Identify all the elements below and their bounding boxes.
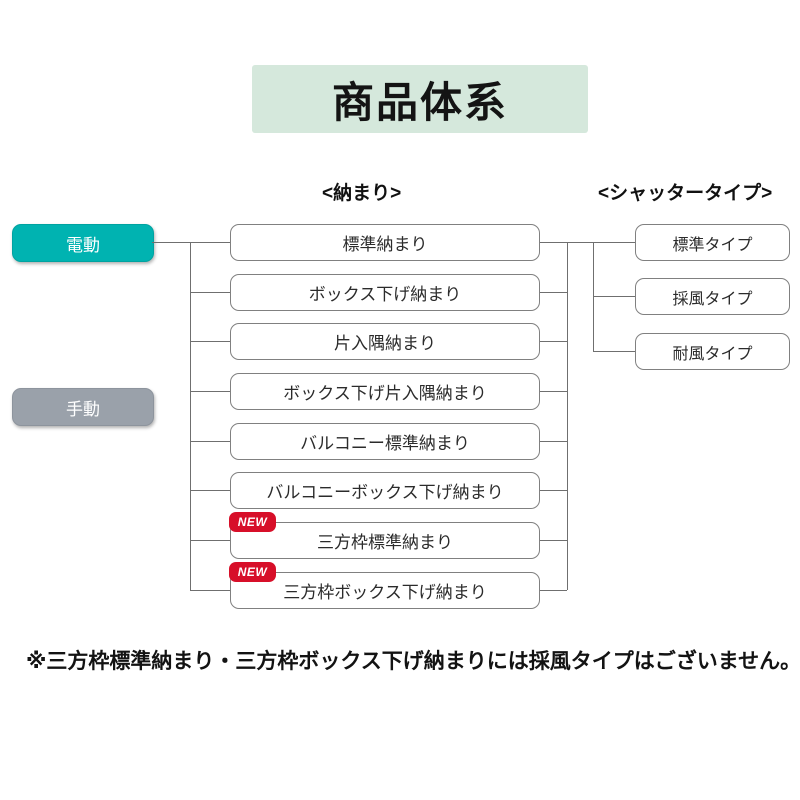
connector-branch-right-8 (540, 590, 567, 591)
connector-branch-left-4 (190, 391, 230, 392)
node-shutter-2-label: 採風タイプ (672, 290, 753, 308)
node-osamari-1[interactable]: 標準納まり (230, 224, 540, 261)
connector-branch-left-5 (190, 441, 230, 442)
page-title: 商品体系 (331, 78, 508, 126)
node-osamari-7[interactable]: 三方枠標準納まり (230, 522, 540, 559)
node-osamari-7-label: 三方枠標準納まり (317, 533, 453, 552)
connector-branch-left-6 (190, 490, 230, 491)
connector-left-trunk (190, 242, 191, 590)
footnote: ※三方枠標準納まり・三方枠ボックス下げ納まりには採風タイプはございません。 (26, 650, 800, 673)
connector-branch-right-6 (540, 490, 567, 491)
node-osamari-2[interactable]: ボックス下げ納まり (230, 274, 540, 311)
node-osamari-5[interactable]: バルコニー標準納まり (230, 423, 540, 460)
category-manual[interactable]: 手動 (12, 388, 154, 426)
connector-branch-right-5 (540, 441, 567, 442)
connector-branch-left-8 (190, 590, 230, 591)
connector-branch-right-2 (540, 292, 567, 293)
connector-branch-shutter-1 (593, 242, 635, 243)
connector-branch-right-7 (540, 540, 567, 541)
category-electric-label: 電動 (66, 235, 100, 255)
node-osamari-6-label: バルコニーボックス下げ納まり (266, 483, 504, 502)
connector-right-trunk (567, 242, 568, 590)
connector-electric-stub (152, 242, 190, 243)
category-manual-label: 手動 (66, 399, 100, 419)
node-osamari-1-label: 標準納まり (342, 235, 428, 254)
node-shutter-1[interactable]: 標準タイプ (635, 224, 790, 261)
connector-branch-shutter-3 (593, 351, 635, 352)
connector-branch-shutter-2 (593, 296, 635, 297)
node-osamari-4[interactable]: ボックス下げ片入隅納まり (230, 373, 540, 410)
column-header-shutter: <シャッタータイプ> (598, 183, 773, 204)
node-osamari-2-label: ボックス下げ納まり (308, 285, 462, 304)
node-shutter-2[interactable]: 採風タイプ (635, 278, 790, 315)
connector-branch-left-1 (190, 242, 230, 243)
connector-trunk-bridge (567, 242, 593, 243)
node-osamari-8-label: 三方枠ボックス下げ納まり (283, 583, 487, 602)
new-badge-osamari-7: NEW (229, 512, 276, 532)
node-shutter-1-label: 標準タイプ (672, 236, 753, 254)
node-osamari-5-label: バルコニー標準納まり (300, 434, 470, 453)
connector-branch-right-4 (540, 391, 567, 392)
node-osamari-6[interactable]: バルコニーボックス下げ納まり (230, 472, 540, 509)
connector-branch-left-3 (190, 341, 230, 342)
title-band (252, 65, 588, 133)
connector-branch-left-2 (190, 292, 230, 293)
node-osamari-3[interactable]: 片入隅納まり (230, 323, 540, 360)
connector-branch-right-3 (540, 341, 567, 342)
category-electric[interactable]: 電動 (12, 224, 154, 262)
new-badge-osamari-8: NEW (229, 562, 276, 582)
connector-branch-right-1 (540, 242, 567, 243)
column-header-osamari: <納まり> (322, 183, 402, 204)
node-osamari-3-label: 片入隅納まり (334, 334, 436, 353)
node-osamari-4-label: ボックス下げ片入隅納まり (283, 384, 487, 403)
node-shutter-3-label: 耐風タイプ (672, 345, 753, 363)
connector-branch-left-7 (190, 540, 230, 541)
node-shutter-3[interactable]: 耐風タイプ (635, 333, 790, 370)
node-osamari-8[interactable]: 三方枠ボックス下げ納まり (230, 572, 540, 609)
